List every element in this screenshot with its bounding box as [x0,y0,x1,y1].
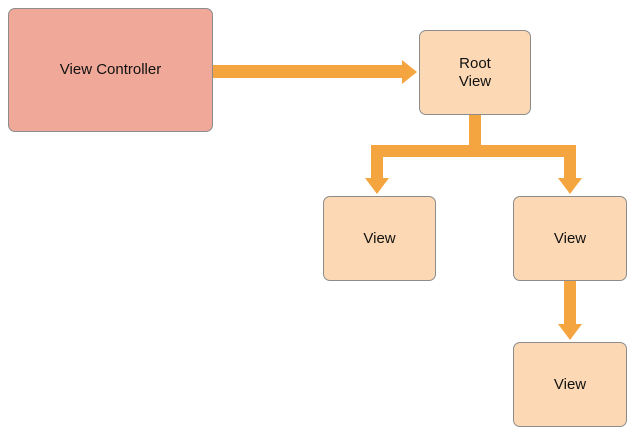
root-view-label-line1: Root [459,54,491,72]
grandchild-view-label: View [553,375,587,393]
child-view-left-label: View [363,229,396,247]
arrow-right-view-to-bottom-view [558,281,582,340]
child-view-right-label: View [553,229,587,247]
view-controller-node: View Controller [8,8,213,132]
root-view-node: Root View [419,30,531,115]
connector-root-trunk [469,115,481,145]
arrow-root-to-left-view [365,145,389,194]
child-view-right-node: View [513,196,627,281]
arrow-controller-to-root [213,60,417,84]
view-controller-label: View Controller [59,61,162,78]
connector-branch-bar [371,145,576,157]
grandchild-view-node: View [513,342,627,427]
root-view-label-line2: View [458,72,492,90]
child-view-left-node: View [323,196,436,281]
arrow-root-to-right-view [558,145,582,194]
